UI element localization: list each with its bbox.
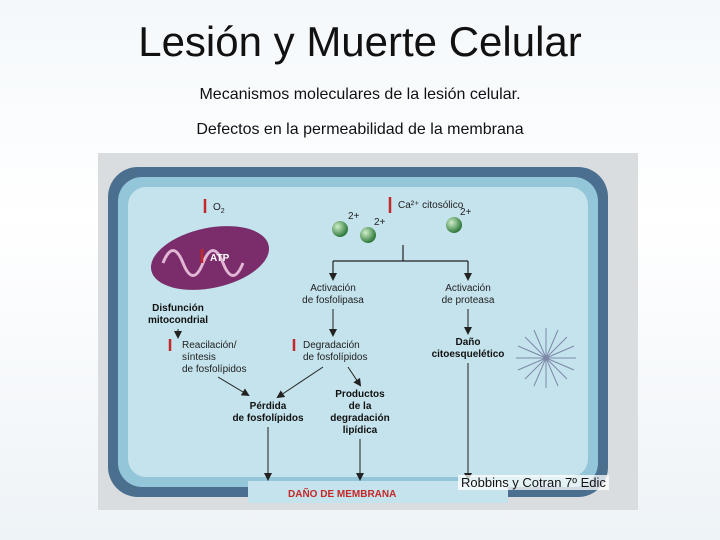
loss-label-1: Pérdida xyxy=(250,401,287,412)
reacylation-label-3: de fosfolípidos xyxy=(182,364,247,375)
slide-title: Lesión y Muerte Celular xyxy=(138,18,582,65)
diagram-svg: ATP O2 Ca²⁺ citosólico 2+ 2+ 2+ Activaci… xyxy=(108,167,608,503)
loss-label-2: de fosfolípidos xyxy=(232,413,304,424)
calcium-ion xyxy=(360,227,376,243)
mito-dysfunction-label-1: Disfunción xyxy=(152,303,204,314)
arrow-reacylation-to-loss xyxy=(217,376,250,397)
calcium-ion xyxy=(332,221,348,237)
degradation-label-2: de fosfolípidos xyxy=(303,352,368,363)
arrow-degradation-to-loss xyxy=(276,366,324,399)
reacylation-label-1: Reacilación/ xyxy=(182,340,237,351)
ion-charge: 2+ xyxy=(374,217,386,228)
arrow-degradation-to-products xyxy=(347,366,362,387)
membrane-damage-label: DAÑO DE MEMBRANA xyxy=(288,487,396,500)
reacylation-label-2: síntesis xyxy=(182,352,216,363)
calcium-branch-lines xyxy=(332,245,469,278)
calcium-label: Ca²⁺ citosólico xyxy=(398,200,464,211)
membrane-damage-figure: ATP O2 Ca²⁺ citosólico 2+ 2+ 2+ Activaci… xyxy=(98,153,638,510)
atp-label: ATP xyxy=(210,253,230,264)
phospholipase-label-1: Activación xyxy=(310,283,356,294)
subtitle-mechanisms: Mecanismos moleculares de la lesión celu… xyxy=(199,86,521,103)
ion-charge: 2+ xyxy=(460,207,472,218)
ion-charge: 2+ xyxy=(348,211,360,222)
phospholipase-label-2: de fosfolipasa xyxy=(302,295,364,306)
cytoskeleton-label-2: citoesquelético xyxy=(432,349,505,360)
subtitle-permeability: Defectos en la permeabilidad de la membr… xyxy=(196,121,524,138)
products-label-3: degradación xyxy=(330,413,389,424)
products-label-4: lipídica xyxy=(343,425,378,436)
source-credit: Robbins y Cotran 7º Edic xyxy=(458,475,609,490)
membrane-damage-band xyxy=(248,481,508,503)
protease-label-1: Activación xyxy=(445,283,491,294)
protease-label-2: de proteasa xyxy=(442,295,495,306)
calcium-ion xyxy=(446,217,462,233)
cytoskeleton-starburst xyxy=(516,328,576,388)
cytoskeleton-label-1: Daño xyxy=(456,337,481,348)
mitochondrion xyxy=(150,226,270,290)
products-label-2: de la xyxy=(349,401,372,412)
mito-dysfunction-label-2: mitocondrial xyxy=(148,315,208,326)
o2-label: O2 xyxy=(213,202,225,215)
degradation-label-1: Degradación xyxy=(303,340,360,351)
products-label-1: Productos xyxy=(335,389,385,400)
